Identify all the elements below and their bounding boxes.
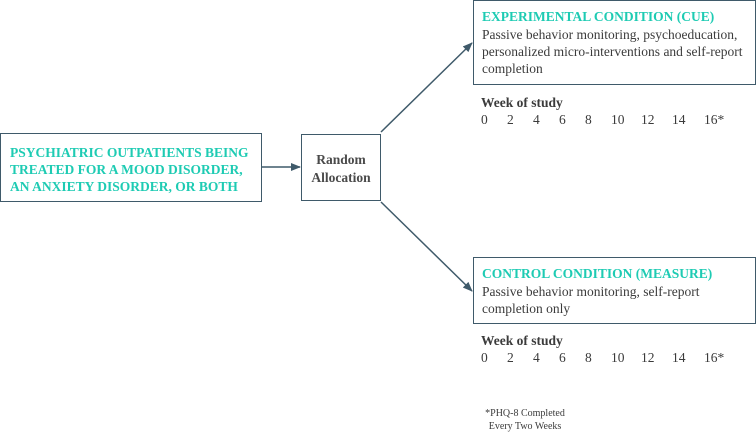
experimental-description: Passive behavior monitoring, psychoeduca… (482, 26, 752, 77)
control-title: CONTROL CONDITION (MEASURE) (482, 266, 713, 281)
experimental-desc-line: Passive behavior monitoring, psychoeduca… (482, 27, 738, 42)
footnote-line: *PHQ-8 Completed (485, 408, 565, 419)
week-tick: 4 (533, 350, 540, 365)
allocation-line: Allocation (311, 170, 371, 185)
participants-line: TREATED FOR A MOOD DISORDER, (10, 162, 243, 177)
week-tick: 6 (559, 112, 566, 127)
week-tick: 10 (611, 112, 625, 127)
arrow-allocation-to-control (380, 201, 473, 292)
week-tick: 16* (704, 350, 725, 365)
week-tick: 12 (641, 112, 655, 127)
week-tick: 12 (641, 350, 655, 365)
random-allocation-text: Random Allocation (302, 151, 380, 187)
random-allocation-box: Random Allocation (301, 134, 381, 201)
week-tick: 8 (585, 350, 592, 365)
participants-line: PSYCHIATRIC OUTPATIENTS BEING (10, 145, 249, 160)
week-tick: 0 (481, 350, 488, 365)
control-week-label: Week of study (481, 333, 563, 348)
control-desc-line: completion only (482, 301, 571, 316)
participants-box: PSYCHIATRIC OUTPATIENTS BEING TREATED FO… (0, 133, 262, 202)
footnote: *PHQ-8 Completed Every Two Weeks (470, 407, 580, 433)
experimental-condition-box: EXPERIMENTAL CONDITION (CUE) Passive beh… (473, 0, 756, 85)
experimental-desc-line: personalized micro-interventions and sel… (482, 44, 743, 59)
week-tick: 2 (507, 350, 514, 365)
control-desc-line: Passive behavior monitoring, self-report (482, 284, 700, 299)
week-tick: 8 (585, 112, 592, 127)
week-tick: 10 (611, 350, 625, 365)
week-tick: 0 (481, 112, 488, 127)
control-week-row: 0 2 4 6 8 10 12 14 16* (481, 350, 751, 366)
week-tick: 14 (672, 350, 686, 365)
week-tick: 16* (704, 112, 725, 127)
week-tick: 14 (672, 112, 686, 127)
footnote-line: Every Two Weeks (488, 421, 562, 432)
control-condition-box: CONTROL CONDITION (MEASURE) Passive beha… (473, 257, 756, 324)
participants-line: AN ANXIETY DISORDER, OR BOTH (10, 179, 238, 194)
arrow-allocation-to-experimental (380, 42, 473, 133)
participants-text: PSYCHIATRIC OUTPATIENTS BEING TREATED FO… (10, 144, 258, 195)
experimental-title: EXPERIMENTAL CONDITION (CUE) (482, 9, 715, 24)
week-tick: 4 (533, 112, 540, 127)
week-tick: 2 (507, 112, 514, 127)
experimental-desc-line: completion (482, 61, 543, 76)
week-tick: 6 (559, 350, 566, 365)
control-description: Passive behavior monitoring, self-report… (482, 283, 752, 317)
experimental-week-label: Week of study (481, 95, 563, 110)
experimental-week-row: 0 2 4 6 8 10 12 14 16* (481, 112, 751, 128)
allocation-line: Random (316, 152, 366, 167)
